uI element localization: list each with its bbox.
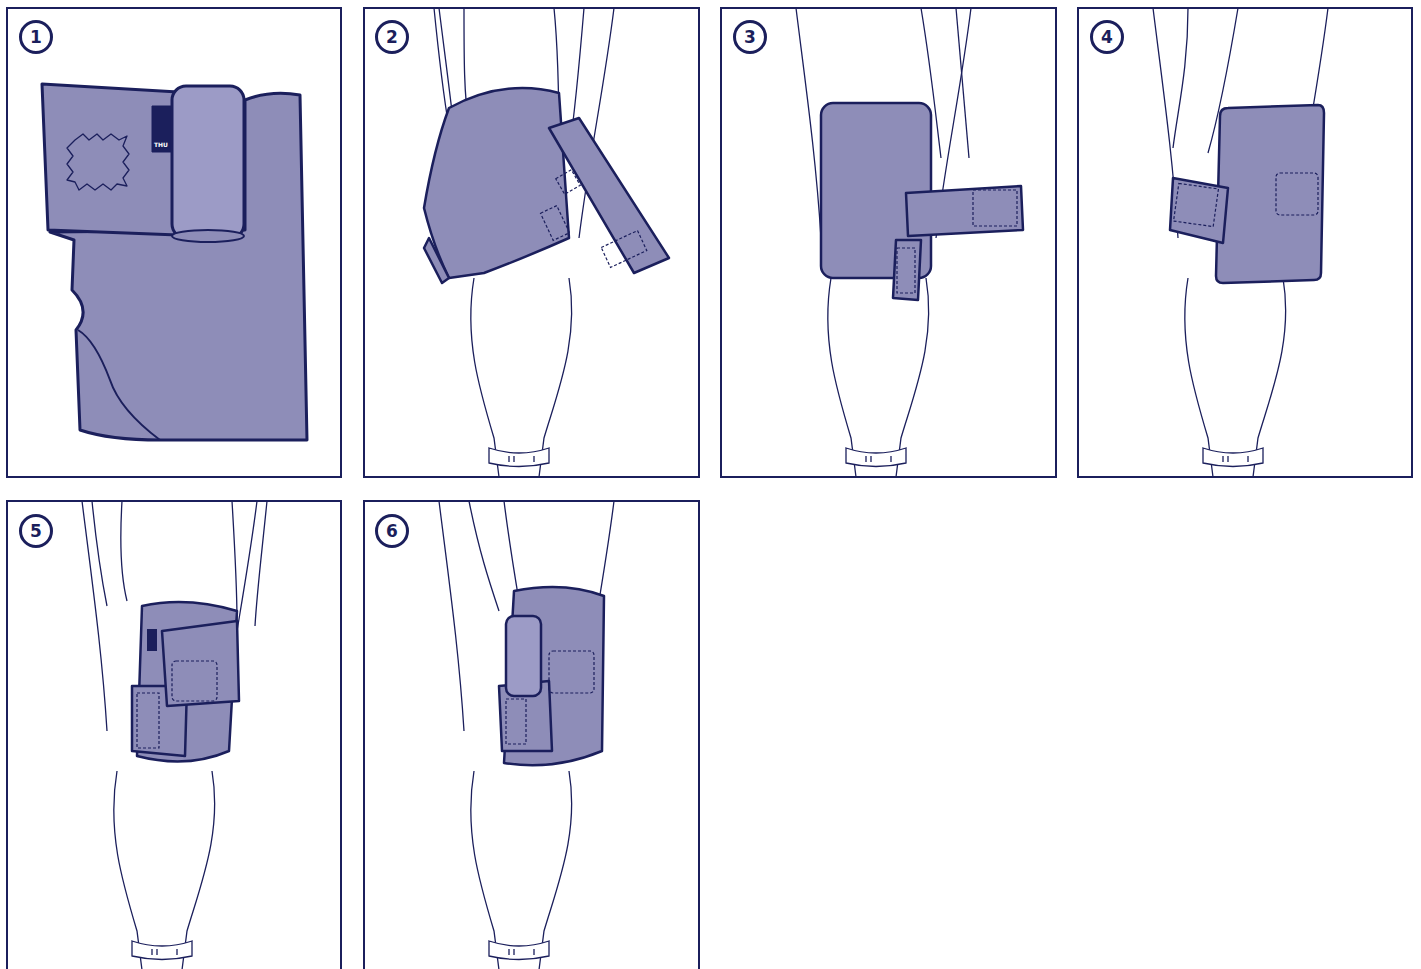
step-5-art bbox=[82, 501, 267, 969]
callout-number: 4 bbox=[1101, 27, 1113, 47]
step-number: 6 bbox=[375, 514, 409, 548]
step-number: 2 bbox=[375, 20, 409, 54]
step-number: 5 bbox=[19, 514, 53, 548]
brand-tag-text: THU bbox=[154, 141, 168, 148]
callout-number: 6 bbox=[386, 521, 398, 541]
callout-number: 1 bbox=[30, 27, 42, 47]
step-4-art bbox=[1153, 8, 1328, 477]
step-number: 4 bbox=[1090, 20, 1124, 54]
panel-frames bbox=[7, 8, 1412, 969]
callout-number: 3 bbox=[744, 27, 756, 47]
flat-brace bbox=[42, 84, 307, 440]
step-3-art bbox=[796, 8, 1023, 477]
step-number: 1 bbox=[19, 20, 53, 54]
step-6-art bbox=[439, 501, 614, 969]
callout-number: 5 bbox=[30, 521, 42, 541]
step-number: 3 bbox=[733, 20, 767, 54]
callout-number: 2 bbox=[386, 27, 398, 47]
step-2-art bbox=[424, 8, 669, 477]
